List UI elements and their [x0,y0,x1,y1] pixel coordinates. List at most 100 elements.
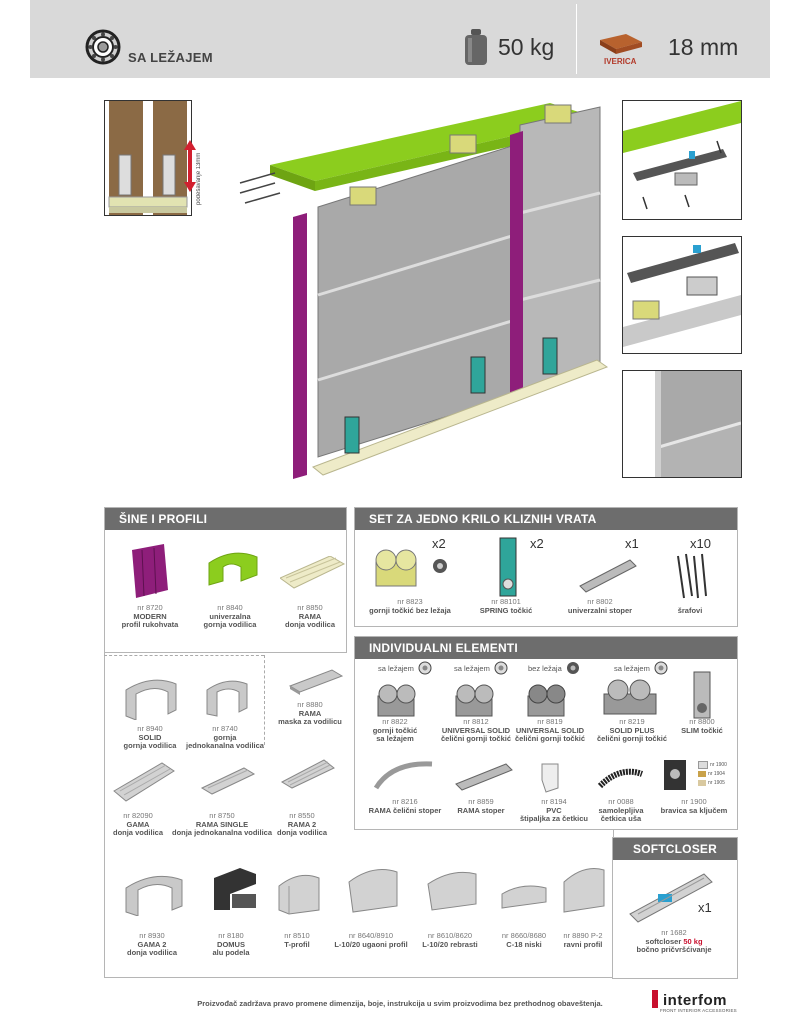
wheel-8822-icon [377,684,416,717]
dashed-divider [104,655,264,656]
material-label: IVERICA [604,57,637,66]
banner-divider [576,4,577,74]
detail-inset [104,100,192,216]
lock-variant-1905: nr 1905 [708,779,725,786]
wheel-mounting-illustration [623,243,741,347]
set-qty-screws: x10 [690,536,711,551]
stopper-mounting-illustration [623,101,741,210]
detail-inset-wheel [622,236,742,354]
spring-wheel-icon [499,537,517,597]
rail-8750-icon [200,767,256,795]
rail-8940-icon [125,679,177,720]
profile-8610-icon [427,871,477,911]
top-wheel-icon [375,549,417,587]
bearing-tag-icon-3 [567,662,579,674]
profile-8510-icon [278,874,320,915]
panel-edge-illustration [623,371,742,477]
set-header: SET ZA JEDNO KRILO KLIZNIH VRATA [355,508,737,530]
top-banner [30,0,770,78]
logo-mark-icon [652,990,658,1008]
slim-wheel-icon [693,671,711,719]
softcloser-caption: nr 1682 softcloser 50 kg bočno pričvršći… [636,928,712,954]
stopper-8859-icon [455,763,513,791]
tag-8812: sa ležajem [454,664,490,673]
lock-variant-1904: nr 1904 [708,770,725,777]
wheel-8219-icon [603,679,657,715]
footer-disclaimer: Proizvođač zadržava pravo promene dimenz… [197,999,603,1008]
rail-8740-icon [206,680,248,717]
rails-header: ŠINE I PROFILI [105,508,346,530]
lock-1900-icon [664,760,686,790]
rail-8930-icon [125,875,183,916]
softcloser-icon [629,873,713,923]
brand-logo: interfom [663,992,727,1009]
weight-icon [465,29,487,65]
clip-8194-icon [541,763,559,793]
rail-8850-icon [280,556,346,589]
softcloser-qty: x1 [698,900,712,915]
tag-8219: sa ležajem [614,664,650,673]
set-qty-8823: x2 [432,536,446,551]
thickness-value: 18 mm [668,34,739,60]
softcloser-header: SOFTCLOSER [613,838,737,860]
wheel-8819-icon [527,684,566,717]
stopper-8216-icon [373,761,433,790]
lock-variant-1900: nr 1900 [710,761,727,768]
rail-82090-icon [113,762,175,802]
detail-inset-stopper [622,100,742,220]
lock-variants: nr 1900 nr 1904 nr 1905 [698,760,734,787]
tag-8819: bez ležaja [528,664,562,673]
detail-inset-panel [622,370,742,478]
bearing-icon [85,29,121,65]
rail-8840-icon [208,552,258,586]
screws-icon [677,553,707,599]
set-caption-screws: šrafovi [677,605,703,615]
rail-8880-icon [288,669,344,695]
brand-tagline: FRONT INTERIOR ACCESSORIES [660,1008,737,1013]
profile-8890-icon [563,868,605,913]
weight-value: 50 kg [498,34,555,60]
bearing-tag-icon-4 [654,661,668,675]
rail-8180-icon [214,868,256,910]
set-box: SET ZA JEDNO KRILO KLIZNIH VRATA [354,507,738,627]
profile-8660-icon [501,885,547,909]
wheel-8812-icon [455,684,494,717]
bearing-label: SA LEŽAJEM [128,50,213,65]
brush-0088-icon [597,768,644,789]
bearing-small-icon [433,559,447,573]
individual-header: INDIVIDUALNI ELEMENTI [355,637,737,659]
set-qty-88101: x2 [530,536,544,551]
bearing-tag-icon-2 [494,661,508,675]
door-assembly-illustration [239,103,609,479]
profile-8720-icon [132,544,168,598]
profile-8640-icon [348,869,398,913]
cross-section-illustration [108,101,188,215]
individual-box: INDIVIDUALNI ELEMENTI [354,636,738,830]
tag-8822: sa ležajem [378,664,414,673]
